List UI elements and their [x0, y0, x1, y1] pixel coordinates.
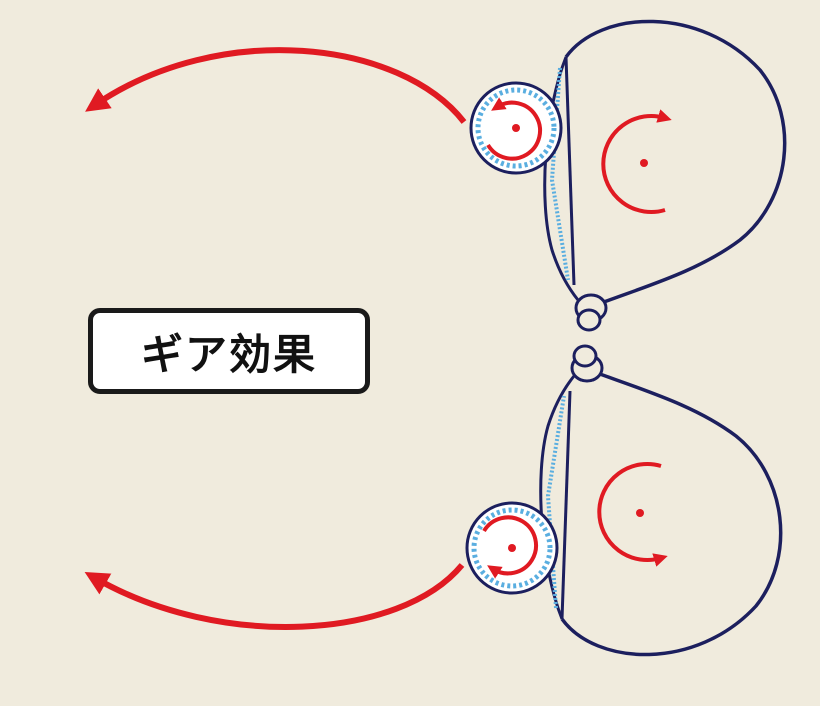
- curved-arrow-bottom: [84, 563, 465, 630]
- title-label: ギア効果: [140, 329, 317, 379]
- title-label-box: ギア効果: [88, 308, 370, 394]
- club-head-bottom: [467, 346, 781, 655]
- club-head-top: [471, 21, 785, 330]
- curved-arrow-top: [85, 47, 467, 124]
